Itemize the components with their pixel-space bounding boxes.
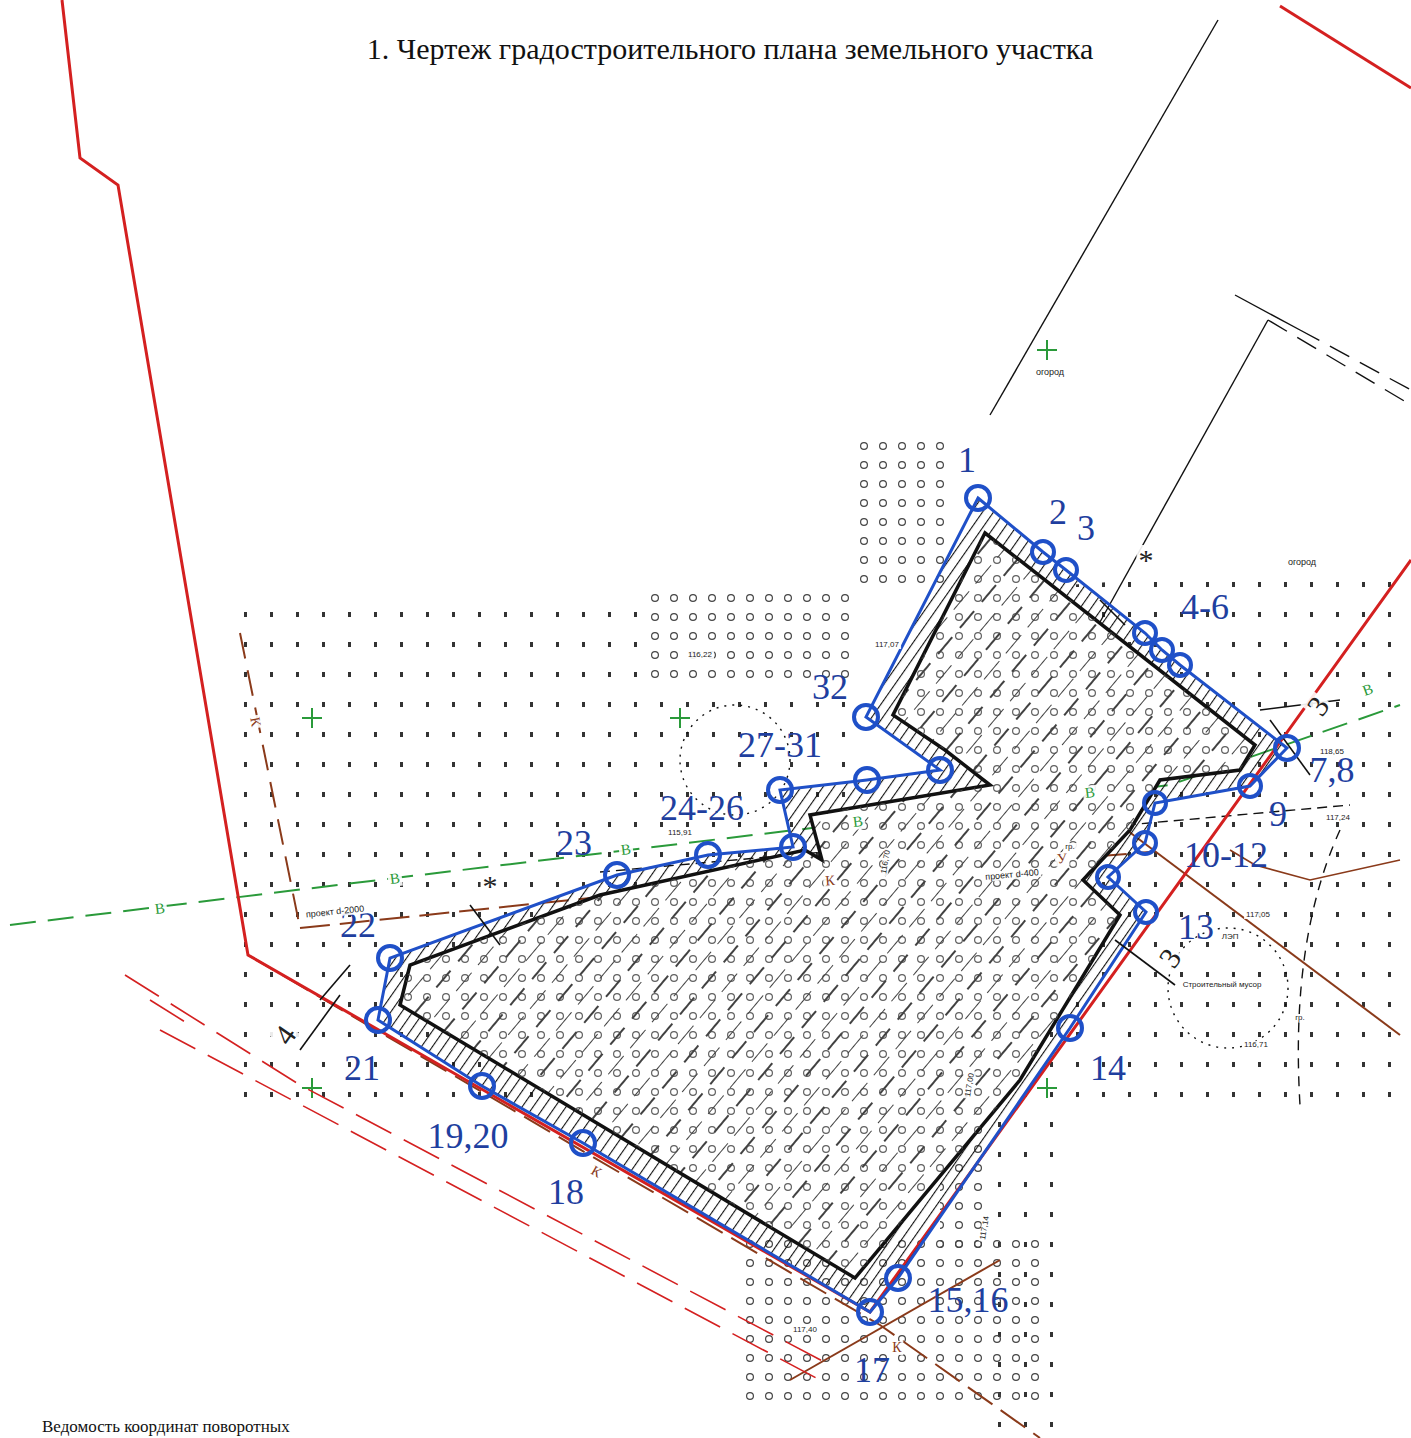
dimension-label: 3 xyxy=(1152,942,1187,975)
ground-dots xyxy=(240,440,1411,1438)
map-note: 117,14 xyxy=(979,1214,992,1243)
callout-number: 7,8 xyxy=(1308,752,1357,788)
dimension-label: * xyxy=(481,871,500,901)
dimension-label: 3 xyxy=(1300,690,1335,723)
callout-number: 4-6 xyxy=(1179,589,1231,625)
callout-number: 32 xyxy=(810,669,850,705)
map-note: 117,24 xyxy=(1324,814,1352,822)
utility-marker: В xyxy=(1359,681,1377,700)
map-note: 116,22 xyxy=(686,651,714,659)
sewer-line xyxy=(240,633,300,928)
map-note: гр. xyxy=(1293,1014,1307,1022)
turning-point xyxy=(366,486,1299,1324)
map-note: Строительный мусор xyxy=(1181,981,1264,989)
callout-number: 24-26 xyxy=(658,790,746,826)
callout-number: 10-12 xyxy=(1182,837,1270,873)
map-note: 117,07 xyxy=(873,641,901,649)
building-zone-dots xyxy=(380,520,1280,1300)
utility-marker: К xyxy=(823,873,838,888)
utility-marker: У xyxy=(1054,851,1069,866)
utility-marker: К xyxy=(587,1163,606,1182)
map-note: 116,70 xyxy=(880,848,893,877)
utility-marker: В xyxy=(850,814,866,831)
map-note: проект d-400 xyxy=(983,868,1041,882)
callout-number: 27-31 xyxy=(736,727,824,763)
utility-marker: К xyxy=(247,714,263,730)
map-note: 116,71 xyxy=(1242,1041,1270,1049)
map-note: 117,05 xyxy=(1244,911,1272,919)
map-note: огород xyxy=(1286,558,1318,567)
dimension-label: * xyxy=(1137,545,1156,575)
utility-marker: В xyxy=(387,871,403,888)
red-line xyxy=(62,0,1411,1312)
callout-number: 21 xyxy=(342,1050,382,1086)
callout-number: 13 xyxy=(1176,909,1216,945)
callout-number: 23 xyxy=(554,825,594,861)
dimension-line xyxy=(300,600,1340,1050)
callout-number: 9 xyxy=(1267,796,1289,832)
utility-marker: К xyxy=(890,1341,903,1355)
map-note: 117,00 xyxy=(964,1071,977,1100)
map-note: ЛЭП xyxy=(1220,933,1241,941)
callout-number: 2 xyxy=(1047,494,1069,530)
callout-number: 3 xyxy=(1075,510,1097,546)
callout-number: 18 xyxy=(546,1174,586,1210)
callout-number: 15,16 xyxy=(926,1282,1011,1318)
callout-number: 17 xyxy=(852,1352,892,1388)
dimension-label: 4 xyxy=(267,1019,302,1052)
callout-number: 19,20 xyxy=(426,1118,511,1154)
utility-marker: В xyxy=(1082,785,1098,802)
callout-number: 1 xyxy=(956,442,978,478)
utility-marker: В xyxy=(618,842,634,859)
map-note: 115,91 xyxy=(666,829,694,837)
drawing-title: 1. Чертеж градостроительного плана земел… xyxy=(367,34,1093,64)
map-note: 117,40 xyxy=(791,1326,819,1334)
map-note: гр. xyxy=(1063,843,1077,851)
section-heading: Ведомость координат поворотных xyxy=(40,1418,292,1435)
map-note: 118,65 xyxy=(1318,748,1346,756)
utility-marker: В xyxy=(152,901,168,918)
plot-boundary xyxy=(378,498,1287,1312)
map-note: огород xyxy=(1034,368,1066,377)
callout-number: 14 xyxy=(1088,1050,1128,1086)
